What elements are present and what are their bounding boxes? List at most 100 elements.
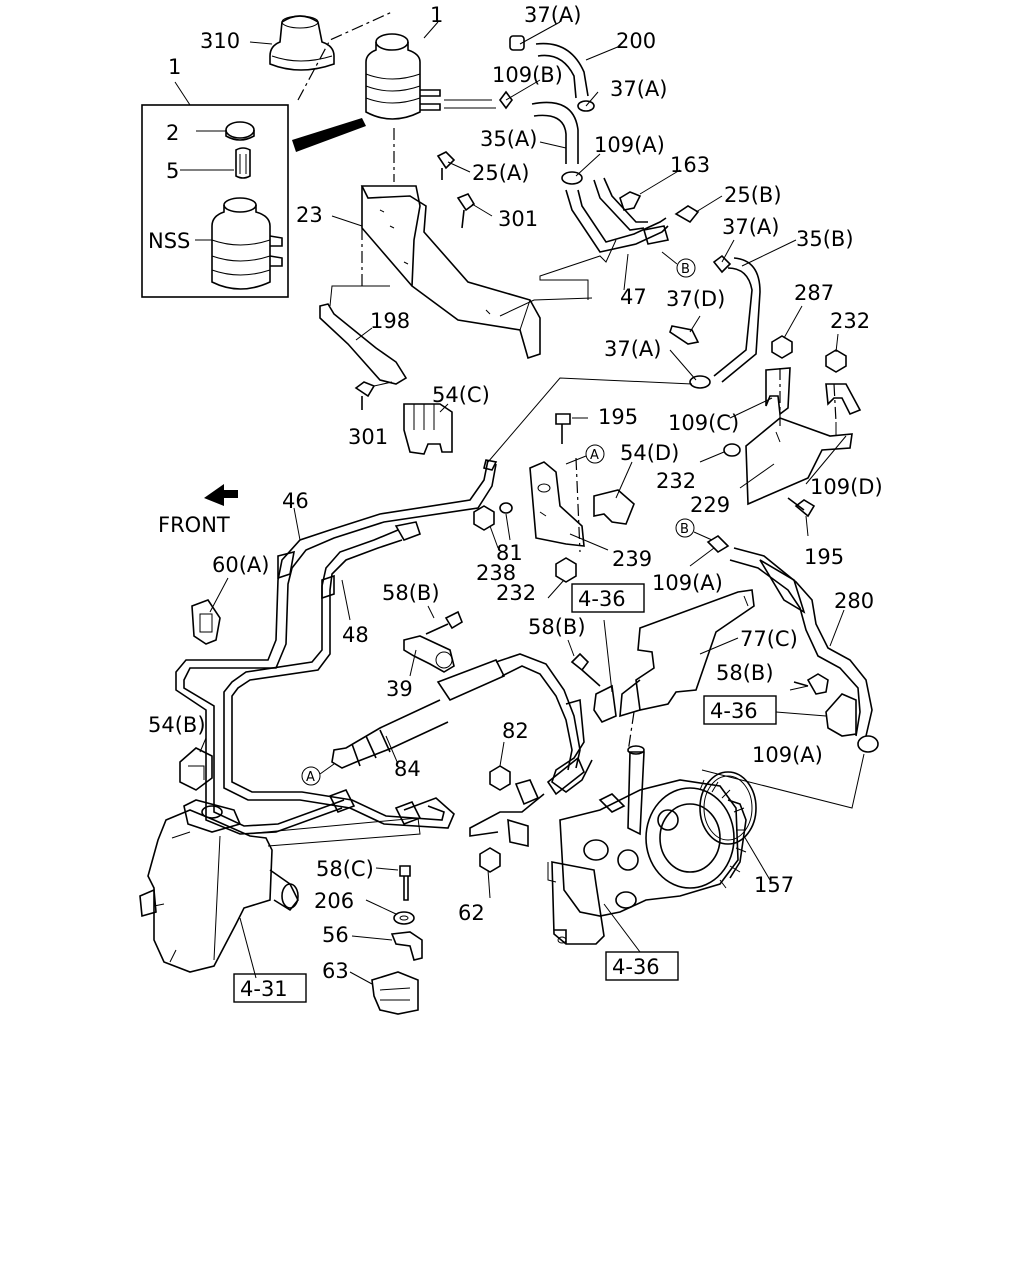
label-54d: 54(D) xyxy=(620,441,679,465)
label-157: 157 xyxy=(754,873,794,897)
bolt-163 xyxy=(619,191,642,211)
clamp-109a-lower xyxy=(857,735,879,753)
reservoir-assy-nss xyxy=(211,197,283,290)
label-109d: 109(D) xyxy=(810,475,883,499)
clip-62 xyxy=(507,818,529,847)
nut-62 xyxy=(479,847,501,873)
svg-text:4-36: 4-36 xyxy=(612,955,660,979)
label-301-upper: 301 xyxy=(498,207,538,231)
clamp-56 xyxy=(390,931,423,961)
label-229: 229 xyxy=(690,493,730,517)
clamp-37a-mid xyxy=(712,254,732,274)
ref-box-4-36-bottom: 4-36 xyxy=(605,951,679,981)
bolt-25b xyxy=(674,205,700,224)
label-56: 56 xyxy=(322,923,349,947)
clip-54d xyxy=(593,489,635,525)
label-310: 310 xyxy=(200,29,240,53)
clamp-109b xyxy=(499,90,513,110)
clamp-37d xyxy=(669,325,700,345)
bracket-4-36-right xyxy=(825,693,857,737)
label-232-upper: 232 xyxy=(830,309,870,333)
label-2: 2 xyxy=(166,121,179,145)
svg-text:A: A xyxy=(306,770,315,785)
bracket-piece-4-36 xyxy=(593,684,617,723)
clip-54c xyxy=(403,403,453,455)
label-37a-lower: 37(A) xyxy=(604,337,661,361)
label-37d: 37(D) xyxy=(666,287,725,311)
label-239: 239 xyxy=(612,547,652,571)
label-62: 62 xyxy=(458,901,485,925)
bolt-58c xyxy=(399,865,411,901)
clamp-37a-right xyxy=(577,100,595,112)
washer-81 xyxy=(499,502,513,514)
label-198: 198 xyxy=(370,309,410,333)
label-35a: 35(A) xyxy=(480,127,537,151)
label-37a-top: 37(A) xyxy=(524,3,581,27)
label-195-mid: 195 xyxy=(598,405,638,429)
label-109c: 109(C) xyxy=(668,411,739,435)
front-label: FRONT xyxy=(158,513,230,537)
label-47: 47 xyxy=(620,285,647,309)
power-steering-pump xyxy=(559,745,747,917)
label-77c: 77(C) xyxy=(740,627,798,651)
label-23: 23 xyxy=(296,203,323,227)
clamp-39 xyxy=(403,635,455,673)
svg-text:4-36: 4-36 xyxy=(710,699,758,723)
label-280: 280 xyxy=(834,589,874,613)
label-84: 84 xyxy=(394,757,421,781)
label-200: 200 xyxy=(616,29,656,53)
clamp-37a-lower xyxy=(689,375,711,389)
nut-238 xyxy=(473,505,495,531)
label-109b: 109(B) xyxy=(492,63,563,87)
label-301-lower: 301 xyxy=(348,425,388,449)
bracket-239 xyxy=(529,461,585,547)
label-82: 82 xyxy=(502,719,529,743)
clamp-54b xyxy=(179,747,213,791)
label-nss: NSS xyxy=(148,229,190,253)
label-163: 163 xyxy=(670,153,710,177)
marker-b-lower: B xyxy=(675,518,713,541)
label-35b: 35(B) xyxy=(796,227,854,251)
reservoir-cap-310 xyxy=(269,15,335,71)
pipe-47 xyxy=(565,177,670,253)
label-39: 39 xyxy=(386,677,413,701)
ref-box-4-36-top: 4-36 xyxy=(571,583,645,613)
label-1-reservoir: 1 xyxy=(430,3,443,27)
pipe-48 xyxy=(223,521,455,829)
label-25b: 25(B) xyxy=(724,183,782,207)
label-25a: 25(A) xyxy=(472,161,529,185)
bracket-77c xyxy=(619,589,755,718)
bolt-58b-mid xyxy=(570,652,601,687)
ref-box-4-36-right: 4-36 xyxy=(703,695,777,725)
label-109a-upper: 109(A) xyxy=(594,133,665,157)
label-195-right: 195 xyxy=(804,545,844,569)
bolt-195-mid xyxy=(555,413,571,444)
pipe-46 xyxy=(175,459,498,835)
label-232-lower: 232 xyxy=(496,581,536,605)
label-109a-lower: 109(A) xyxy=(752,743,823,767)
label-58b-left: 58(B) xyxy=(382,581,440,605)
label-58b-mid: 58(B) xyxy=(528,615,586,639)
filter-cap-2 xyxy=(225,121,255,141)
bracket-229 xyxy=(745,417,853,506)
label-238: 238 xyxy=(476,561,516,585)
bolt-25a xyxy=(436,151,456,180)
label-54c: 54(C) xyxy=(432,383,490,407)
nut-232-upper xyxy=(825,349,847,373)
svg-text:4-36: 4-36 xyxy=(578,587,626,611)
bolt-301-lower xyxy=(354,381,393,410)
nut-232-mid xyxy=(723,443,741,457)
bolt-195-right xyxy=(787,497,816,518)
label-37a-mid: 37(A) xyxy=(722,215,779,239)
steering-gear-box xyxy=(139,799,299,973)
hose-35b xyxy=(713,257,761,383)
label-206: 206 xyxy=(314,889,354,913)
ref-box-4-31: 4-31 xyxy=(233,973,307,1003)
clamp-109c xyxy=(765,367,791,416)
o-ring-157 xyxy=(699,771,757,845)
pump-bracket xyxy=(551,861,605,945)
label-63: 63 xyxy=(322,959,349,983)
nut-82 xyxy=(489,765,511,791)
label-81: 81 xyxy=(496,541,523,565)
